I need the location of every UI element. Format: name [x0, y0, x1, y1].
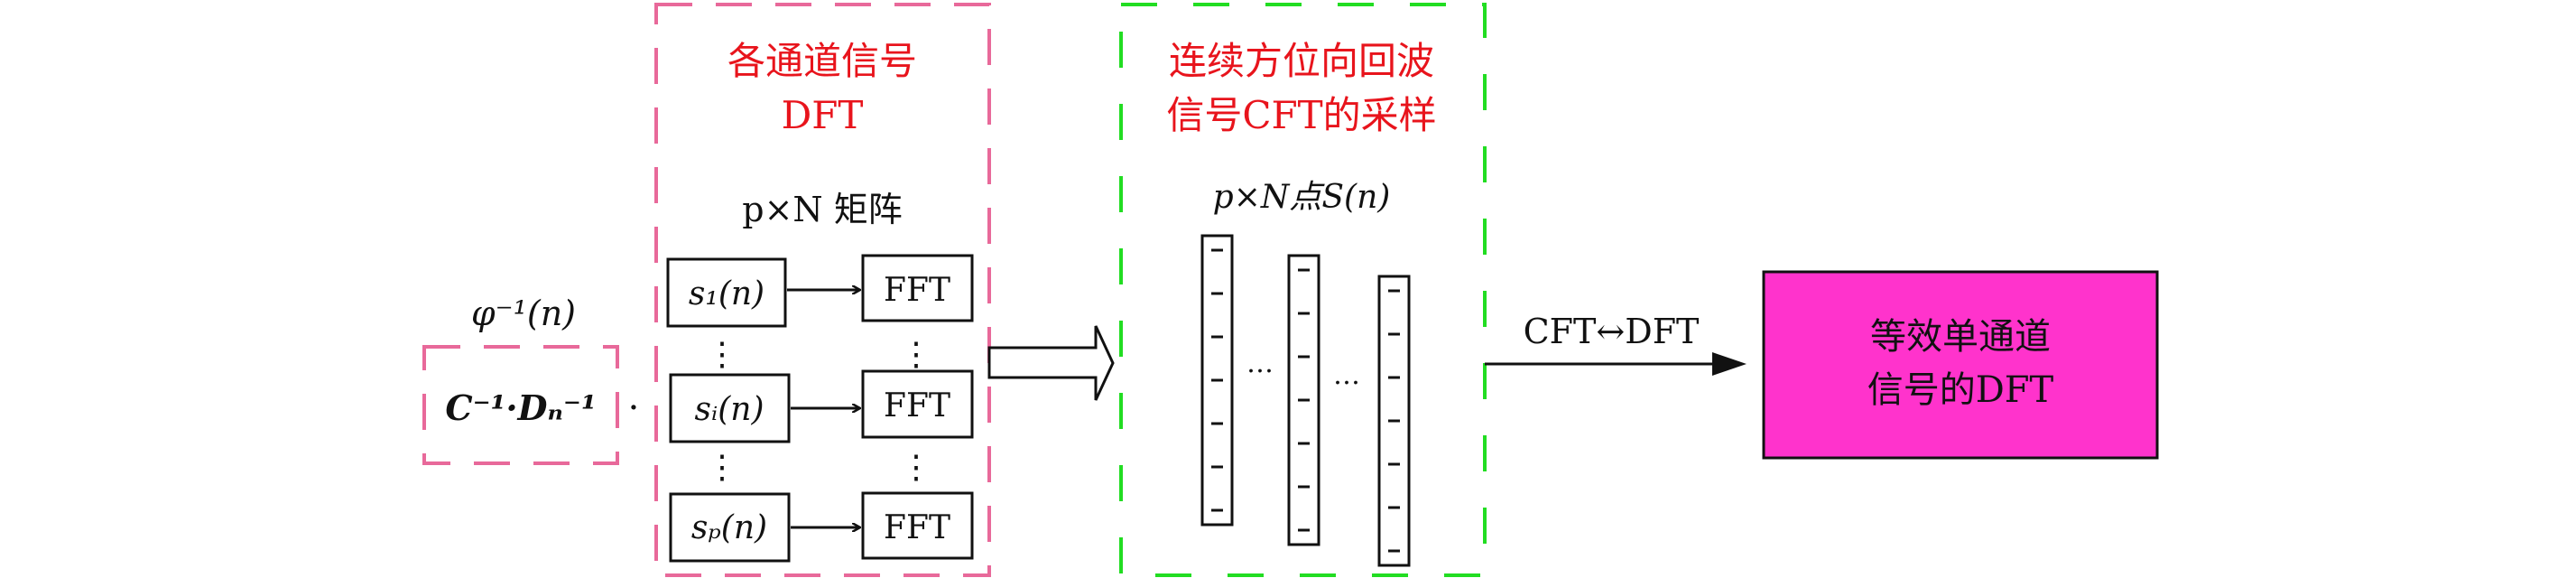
- signal-box: [666, 257, 787, 328]
- signal-box: [669, 373, 791, 443]
- hollow-arrow: [987, 325, 1115, 401]
- vdots: ⋮: [900, 336, 932, 373]
- cft-group-title-line1: 连续方位向回波: [1169, 39, 1434, 83]
- signal-row-p: sₚ(n) FFT: [669, 491, 974, 563]
- sample-column: [1287, 254, 1320, 546]
- multiply-dot: ·: [628, 387, 640, 429]
- sample-column: [1377, 275, 1411, 567]
- fft-label: FFT: [884, 272, 950, 309]
- dft-group-title-line2: DFT: [782, 93, 864, 137]
- signal-row-i: sᵢ(n) FFT: [669, 369, 974, 443]
- signal-label: s₁(n): [689, 275, 764, 312]
- fft-box: [861, 491, 974, 560]
- fft-label: FFT: [884, 387, 950, 424]
- signal-label: sᵢ(n): [695, 391, 764, 428]
- output-box: [1762, 270, 2159, 460]
- output-line1: 等效单通道: [1870, 316, 2051, 358]
- vdots: ⋮: [900, 449, 932, 486]
- signal-label: sₚ(n): [691, 509, 767, 546]
- fft-label: FFT: [884, 509, 950, 546]
- signal-box: [669, 492, 791, 563]
- weight-matrix-label: C⁻¹·Dₙ⁻¹: [445, 387, 596, 428]
- ellipsis: …: [1246, 348, 1274, 379]
- vdots: ⋮: [706, 336, 738, 373]
- ellipsis: …: [1333, 359, 1360, 391]
- cft-group-subtitle: p×N点S(n): [1213, 179, 1391, 216]
- sample-column: [1200, 234, 1234, 527]
- vdots: ⋮: [706, 449, 738, 486]
- dft-group-title-line1: 各通道信号: [727, 39, 917, 83]
- phi-inverse-label: φ⁻¹(n): [471, 294, 576, 333]
- cft-group-box: [1119, 3, 1487, 577]
- fft-box: [861, 369, 974, 439]
- signal-row-1: s₁(n) FFT: [666, 254, 974, 328]
- link-arrow-head: [1712, 352, 1747, 376]
- sample-columns: [1200, 234, 1411, 567]
- fft-box: [861, 254, 974, 322]
- dft-group-subtitle: p×N 矩阵: [742, 190, 903, 229]
- weight-box: [422, 345, 619, 465]
- dft-group-box: [654, 3, 991, 577]
- cft-group-title-line2: 信号CFT的采样: [1166, 93, 1436, 137]
- link-label: CFT↔DFT: [1524, 312, 1700, 351]
- output-line2: 信号的DFT: [1867, 369, 2054, 411]
